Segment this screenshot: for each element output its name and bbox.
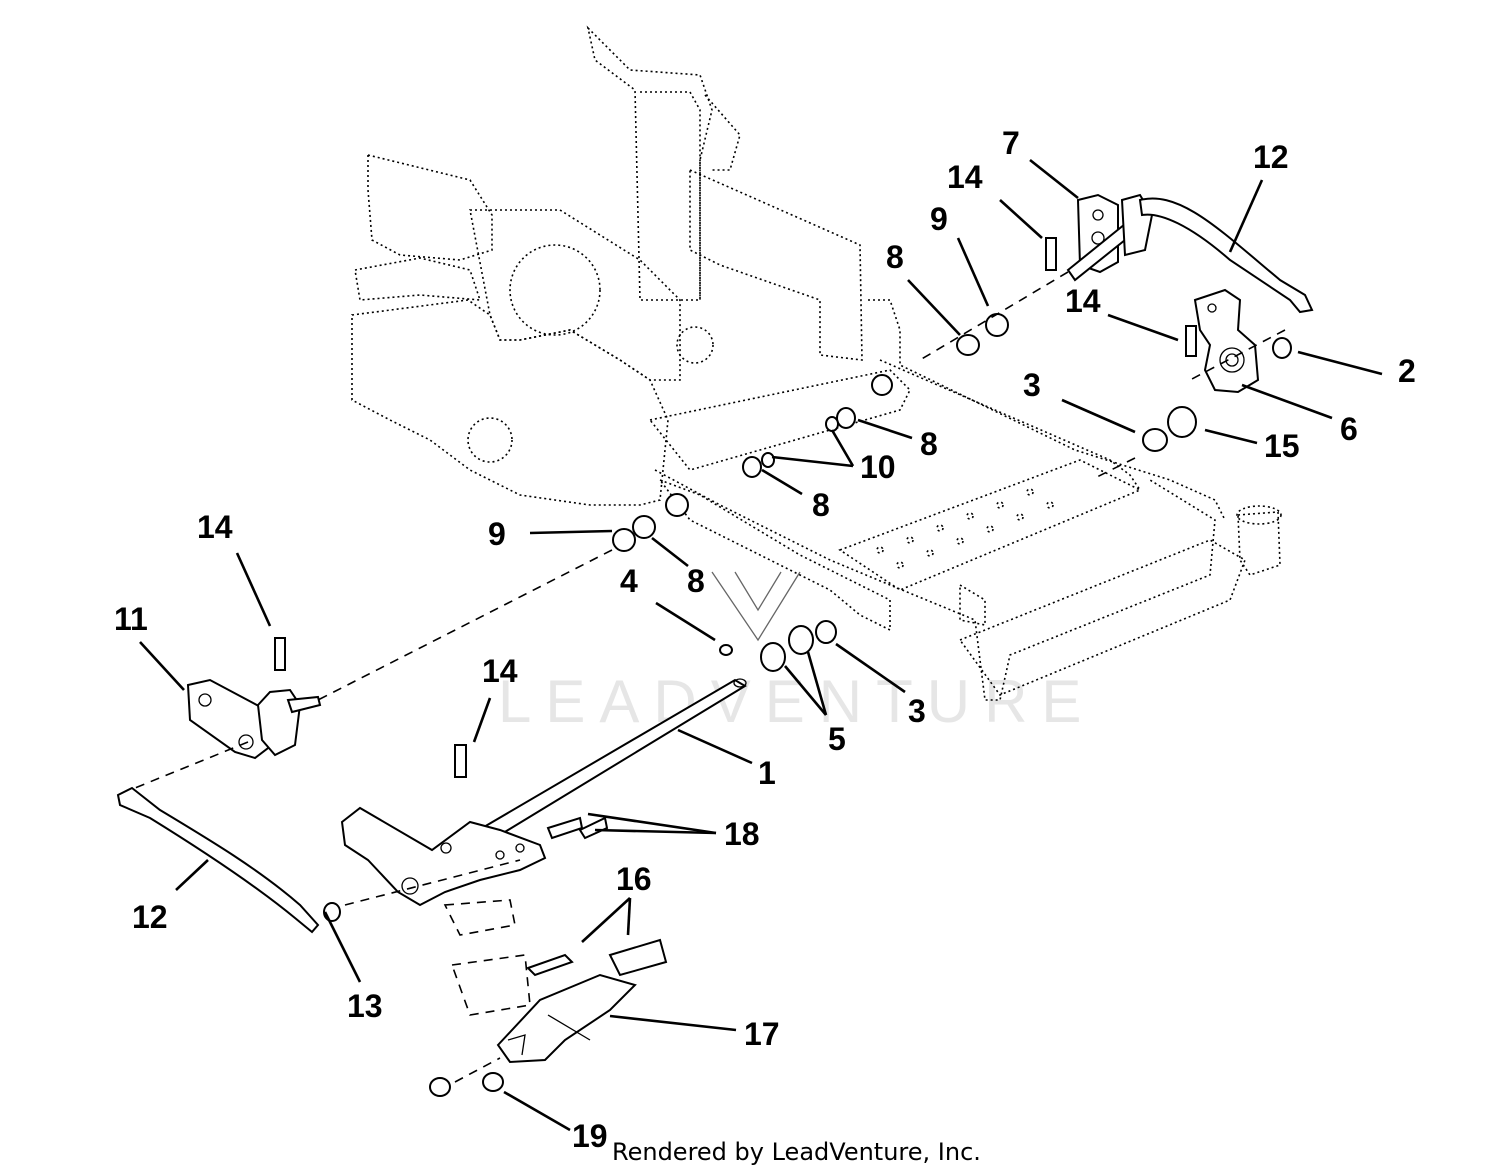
part-2-ring (1272, 337, 1292, 359)
lower-arm-assembly (340, 806, 547, 907)
part-6-arm (1193, 288, 1260, 394)
callout-16: 16 (616, 861, 652, 897)
callout-8-center: 8 (920, 426, 938, 462)
render-credit: Rendered by LeadVenture, Inc. (612, 1138, 981, 1166)
part-14-pin-b (1185, 325, 1197, 357)
part-14-pin-a (1045, 237, 1057, 271)
callout-9-upper: 9 (930, 201, 948, 237)
part-5-washer-a (760, 642, 786, 672)
callout-12-upper: 12 (1253, 139, 1289, 175)
part-17-pedal (496, 973, 637, 1064)
part-3-bushing-a (1142, 428, 1168, 452)
callout-4: 4 (620, 563, 638, 599)
callout-9-left: 9 (488, 516, 506, 552)
part-8-bushing-d (632, 515, 656, 539)
callout-15: 15 (1264, 428, 1300, 464)
callout-19: 19 (572, 1118, 608, 1154)
callout-14-right: 14 (1065, 283, 1101, 319)
watermark: LEADVENTURE (498, 571, 1095, 735)
part-4-key (719, 644, 733, 656)
part-10-clip-b (761, 452, 775, 468)
callout-14-left: 14 (197, 509, 233, 545)
callout-11: 11 (114, 601, 148, 637)
callout-18: 18 (724, 816, 760, 852)
leader-lines (139, 158, 1383, 1132)
callout-12-lower: 12 (132, 899, 168, 935)
callout-14-lower: 14 (482, 653, 518, 689)
part-18-bolt-a (546, 816, 584, 840)
callout-14-upper: 14 (947, 159, 983, 195)
callout-2: 2 (1398, 353, 1416, 389)
callout-8-left: 8 (687, 563, 705, 599)
part-19-nut-b (482, 1072, 504, 1092)
part-16-pad-b (608, 938, 668, 977)
assembly-lines (129, 271, 1286, 1083)
callout-3-lower: 3 (908, 693, 926, 729)
part-9-washer-b (612, 528, 636, 552)
callout-17: 17 (744, 1016, 780, 1052)
callout-8-lower: 8 (812, 487, 830, 523)
part-14-pin-d (454, 744, 467, 778)
part-12-lower-rod (116, 786, 320, 934)
callout-1: 1 (758, 755, 776, 791)
part-5-washer-b (788, 625, 814, 655)
part-18-bolt-b (578, 816, 609, 840)
callout-10: 10 (860, 449, 896, 485)
watermark-text: LEADVENTURE (498, 668, 1095, 735)
part-16-pad-a (526, 953, 574, 977)
part-19-nut-a (429, 1077, 451, 1097)
part-3-bushing-b (815, 620, 837, 644)
callout-8-upper: 8 (886, 239, 904, 275)
callout-6: 6 (1340, 411, 1358, 447)
part-12-upper-rod (1138, 197, 1314, 314)
part-8-bushing-b (836, 407, 856, 429)
part-10-clip-a (825, 416, 839, 432)
mower-frame (351, 25, 1282, 701)
part-8-bushing-a (956, 334, 980, 356)
part-9-washer-a (985, 313, 1009, 337)
callout-7: 7 (1002, 125, 1020, 161)
part-14-pin-c (274, 637, 286, 671)
callout-5: 5 (828, 721, 846, 757)
parts (116, 193, 1314, 1097)
part-7-bracket (1066, 193, 1154, 282)
callout-labels: 7 12 14 9 8 14 2 6 3 15 8 10 8 9 8 4 14 … (114, 125, 1416, 1154)
part-11-bracket (186, 678, 322, 760)
callout-13: 13 (347, 988, 383, 1024)
part-8-bushing-c (742, 456, 762, 478)
callout-3-upper: 3 (1023, 367, 1041, 403)
part-15-washer (1167, 406, 1197, 438)
